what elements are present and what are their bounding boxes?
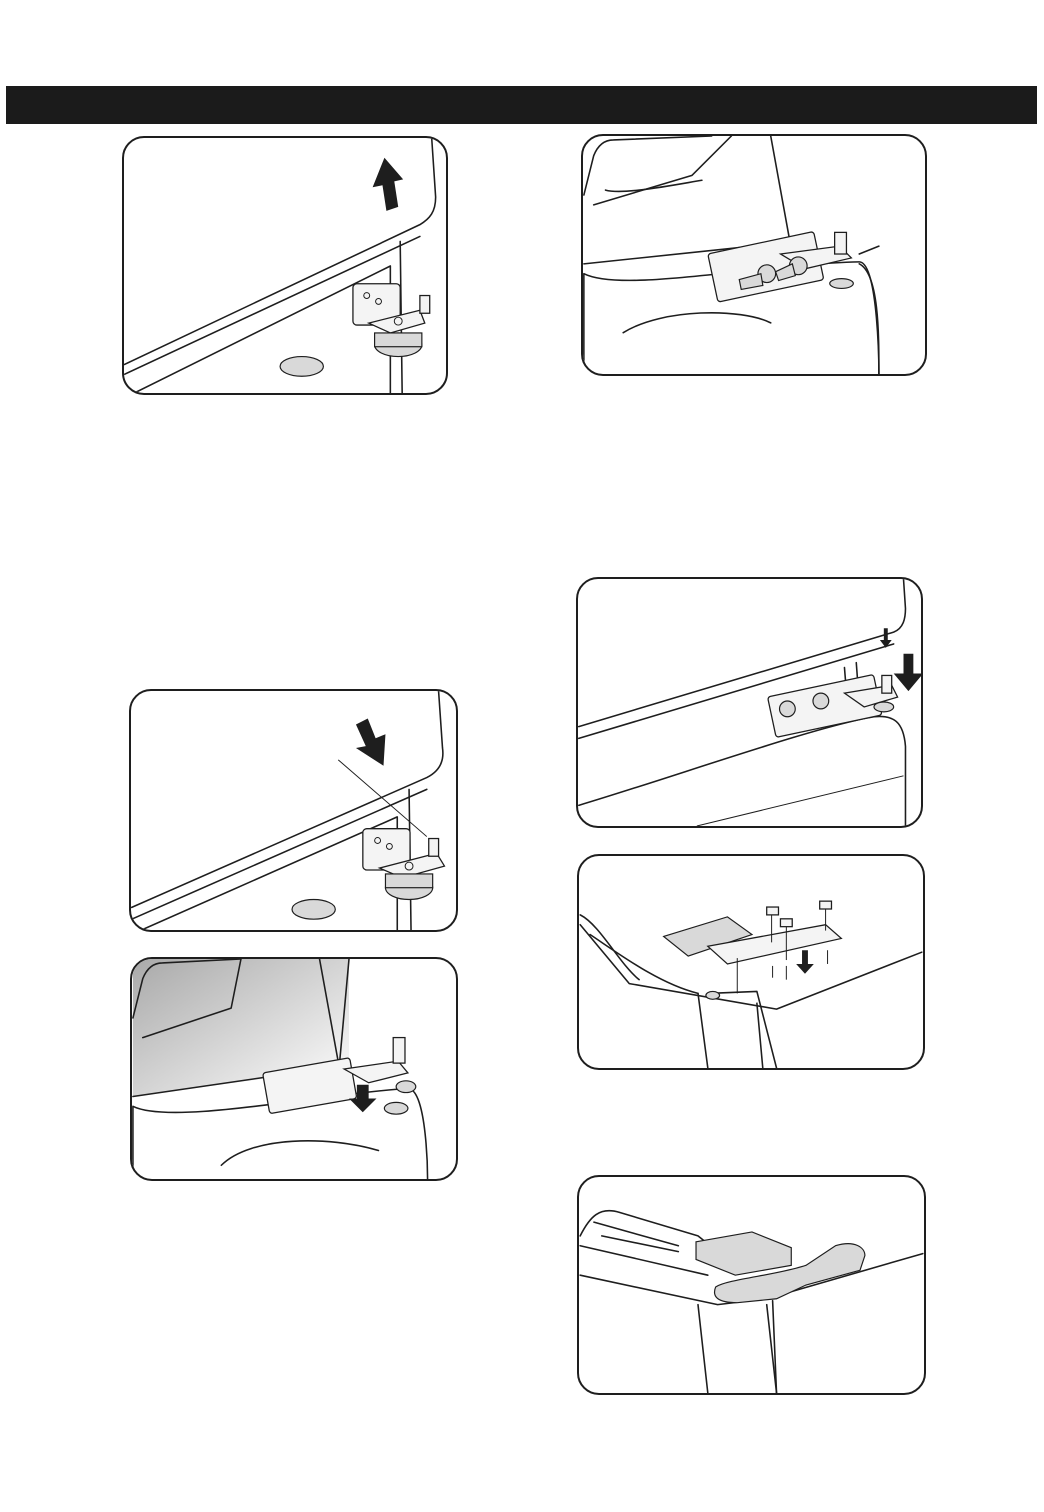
down-arrow-icon bbox=[796, 950, 814, 974]
lower-hinge-illustration bbox=[124, 138, 446, 393]
illustration-lower-door bbox=[129, 689, 458, 932]
illustration-hinge-pin bbox=[130, 957, 458, 1181]
down-arrow-icon bbox=[356, 719, 386, 766]
illustration-door-onto-pin bbox=[576, 577, 923, 828]
hinge-cover-illustration bbox=[579, 1177, 924, 1393]
hinge-pin-washer-illustration bbox=[132, 959, 456, 1179]
down-arrow-icon bbox=[894, 654, 921, 691]
illustration-remove-hinge-bolts bbox=[581, 134, 927, 376]
illustration-lift-door bbox=[122, 136, 448, 395]
top-hinge-screws-illustration bbox=[579, 856, 923, 1068]
door-onto-pin-illustration bbox=[578, 579, 921, 826]
up-arrow-icon bbox=[373, 158, 404, 211]
illustration-hinge-cover bbox=[577, 1175, 926, 1395]
illustration-top-hinge-screws bbox=[577, 854, 925, 1070]
hinge-bolts-illustration bbox=[583, 136, 925, 374]
section-header-bar bbox=[6, 86, 1037, 124]
lower-hinge-replaced-illustration bbox=[131, 691, 456, 930]
